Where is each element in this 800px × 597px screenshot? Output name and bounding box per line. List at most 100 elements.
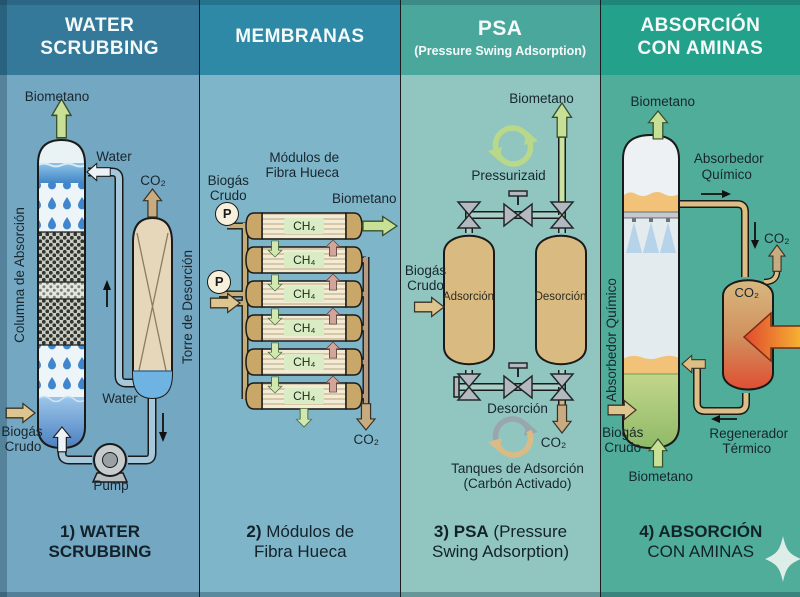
- ch4-label: CH₄: [284, 286, 325, 302]
- biogas-label-2: Crudo: [4, 439, 42, 454]
- desorption-tower: [132, 216, 173, 400]
- pump-icon: [91, 443, 129, 483]
- modules-title-1: Módulos de: [269, 150, 340, 165]
- desorption-tower-label: Torre de Desorción: [179, 249, 195, 365]
- absorber-rotated-label: Absorbedor Químico: [603, 278, 619, 402]
- co2-arrow-icon: [142, 188, 163, 218]
- panel2-title: MEMBRANAS: [235, 26, 365, 48]
- panel2-header: MEMBRANAS: [200, 0, 400, 75]
- biometano-arrow-icon: [551, 102, 572, 138]
- biometano-arrow-icon: [51, 98, 72, 139]
- water-scrubbing-diagram: [5, 98, 173, 483]
- amine-pipes: [678, 200, 780, 415]
- biogas-label-1: Biogás: [602, 425, 644, 440]
- desorption-cycle-icon: [487, 416, 538, 458]
- water-inlet-arrow-icon: [86, 162, 111, 182]
- ch4-label: CH₄: [284, 320, 325, 336]
- desorption-cycle-label: Desorción: [487, 401, 548, 416]
- absorber-label-2: Químico: [701, 167, 752, 182]
- water-pipes: [57, 167, 157, 465]
- biometano-label: Biometano: [331, 191, 397, 206]
- co2-arrow-icon: [356, 403, 376, 431]
- panel3-caption: 3) PSA (Pressure Swing Adsorption): [431, 522, 570, 562]
- pressure-gauge-icon: P: [207, 270, 232, 294]
- biometano-label: Biometano: [509, 91, 574, 106]
- panel-absorcion-aminas: ABSORCIÓN CON AMINAS: [599, 0, 800, 597]
- adsorption-vessel: [442, 234, 495, 366]
- co2-arrow-icon: [768, 244, 786, 272]
- panel4-diagram: Biometano Absorbedor Químico Absorbedor …: [600, 75, 800, 597]
- ch4-label: CH₄: [284, 252, 325, 268]
- panel1-caption: 1) WATER SCRUBBING: [48, 522, 152, 562]
- regenerator-label-2: Térmico: [722, 441, 772, 456]
- flow-left-arrow-icon: [710, 415, 737, 423]
- panel1-diagram: Biometano Water CO₂ Columna de Absorción…: [0, 75, 200, 597]
- biometano-top-label: Biometano: [630, 94, 696, 109]
- panel3-header: PSA (Pressure Swing Adsorption): [400, 0, 600, 75]
- modules-title-2: Fibra Hueca: [265, 165, 340, 180]
- pressurize-cycle-icon: [487, 125, 538, 167]
- membrane-modules: [245, 212, 364, 410]
- ch4-label: CH₄: [284, 218, 325, 234]
- flow-up-arrow-icon: [103, 280, 111, 307]
- regenerator-label-1: Regenerador: [709, 426, 789, 441]
- flow-down-arrow-icon: [750, 222, 759, 249]
- co2-label: CO₂: [140, 173, 166, 188]
- biogas-arrow-icon: [413, 296, 445, 318]
- biometano-arrow-icon: [362, 215, 398, 237]
- biogas-label-1: Biogás: [404, 263, 447, 278]
- membranes-diagram: [210, 212, 398, 431]
- desorption-vessel: [534, 234, 587, 366]
- biogas-label-2: Crudo: [209, 188, 247, 203]
- biometano-label: Biometano: [24, 89, 90, 104]
- panel2-diagram: Módulos de Fibra Hueca Biogás Crudo P P …: [200, 75, 400, 597]
- water-bottom-label: Water: [102, 391, 138, 406]
- pressurized-label: Pressurizaid: [471, 168, 546, 183]
- desorption-vessel-label: Desorción: [534, 291, 587, 303]
- panel4-header: ABSORCIÓN CON AMINAS: [600, 0, 800, 75]
- tanks-label-2: (Carbón Activado): [463, 476, 572, 491]
- absorption-column: [37, 138, 86, 450]
- panel3-diagram: Biometano Pressurizaid Biogás Crudo Adso…: [400, 75, 600, 597]
- ch4-label: CH₄: [284, 388, 325, 404]
- panel4-caption: 4) ABSORCIÓN CON AMINAS: [639, 522, 763, 562]
- panel1-title: WATER SCRUBBING: [40, 15, 159, 59]
- absorber-label-1: Absorbedor: [693, 151, 764, 166]
- biogas-arrow-icon: [5, 402, 36, 424]
- co2-label: CO₂: [540, 435, 567, 450]
- co2-vessel-label: CO₂: [734, 285, 760, 300]
- pump-label: Pump: [93, 478, 129, 493]
- panel-psa: PSA (Pressure Swing Adsorption): [399, 0, 600, 597]
- panel3-title: PSA: [477, 17, 523, 41]
- biogas-label-2: Crudo: [604, 440, 642, 455]
- biogas-label-1: Biogás: [207, 173, 249, 188]
- panel2-caption: 2) Módulos de Fibra Hueca: [246, 522, 355, 562]
- chemical-absorber-column: [621, 133, 680, 450]
- biogas-label-2: Crudo: [407, 278, 444, 293]
- heat-input-arrow-icon: [742, 311, 800, 363]
- biometano-bottom-label: Biometano: [628, 469, 694, 484]
- ch4-label: CH₄: [284, 354, 325, 370]
- adsorption-vessel-label: Adsorción: [442, 291, 495, 303]
- co2-out-label: CO₂: [764, 231, 790, 246]
- flow-down-arrow-icon: [159, 413, 167, 442]
- co2-arrow-icon: [551, 404, 572, 434]
- tanks-label-1: Tanques de Adsorción: [451, 461, 584, 476]
- panel-water-scrubbing: WATER SCRUBBING: [0, 0, 200, 597]
- sparkle-icon: [764, 536, 800, 582]
- panel3-subtitle: (Pressure Swing Adsorption): [414, 43, 587, 58]
- flow-right-arrow-icon: [700, 190, 731, 198]
- feed-manifold-pipes: [219, 222, 251, 400]
- pressure-gauge-icon: P: [215, 202, 240, 226]
- absorption-column-label: Columna de Absorción: [11, 207, 27, 343]
- panel1-header: WATER SCRUBBING: [0, 0, 200, 75]
- biogas-label-1: Biogás: [1, 424, 43, 439]
- co2-label: CO₂: [353, 432, 380, 447]
- panel4-title: ABSORCIÓN CON AMINAS: [637, 15, 764, 59]
- water-top-label: Water: [96, 149, 132, 164]
- amine-absorption-diagram: [607, 110, 800, 582]
- top-manifold-pipes: [464, 137, 566, 233]
- valve-icons: [455, 190, 575, 401]
- panel-membranas: MEMBRANAS: [199, 0, 400, 597]
